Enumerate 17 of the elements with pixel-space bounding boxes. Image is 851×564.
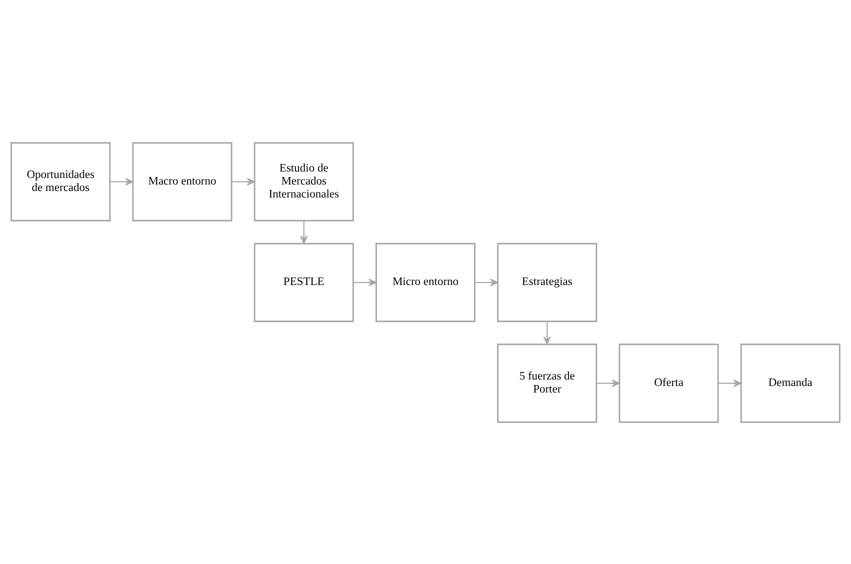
- arrow: [300, 220, 308, 244]
- arrow: [718, 378, 742, 387]
- node-box: Micro entorno: [375, 242, 476, 322]
- node-box: 5 fuerzas de Porter: [497, 343, 598, 422]
- arrow: [232, 177, 255, 186]
- node-box: Demanda: [740, 343, 840, 422]
- node-box: Oportunidades de mercados: [10, 142, 111, 221]
- arrow: [110, 177, 134, 186]
- node-box: Macro entorno: [132, 142, 232, 221]
- node-box: Estrategias: [497, 242, 598, 322]
- node-box: Estudio de Mercados Internacionales: [254, 142, 354, 221]
- arrow: [353, 278, 377, 286]
- node-box: Oferta: [618, 343, 719, 422]
- arrow: [596, 378, 620, 387]
- arrow: [543, 320, 551, 344]
- node-box: PESTLE: [254, 242, 354, 322]
- arrow: [474, 278, 498, 286]
